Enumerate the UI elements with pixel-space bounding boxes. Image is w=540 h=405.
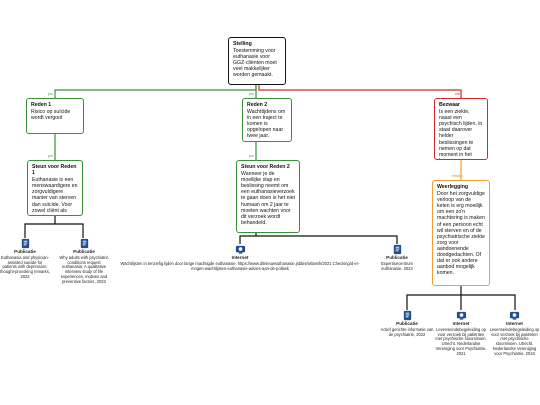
source-7-title: Internet bbox=[506, 321, 523, 326]
source-3[interactable]: Internet Wachtlijsten in tenziefig lijde… bbox=[118, 244, 362, 271]
bezwaar-text: Is een ziekte, naast een psychisch lijde… bbox=[439, 109, 483, 159]
connector-weerlegging-sources bbox=[406, 286, 516, 310]
connector-steun1-sources bbox=[24, 216, 84, 238]
source-7[interactable]: Internet Levenseindebegeleiding op voor … bbox=[489, 310, 540, 357]
bezwaar-node[interactable]: Bezwaar Is een ziekte, naast een psychis… bbox=[434, 98, 488, 160]
badge-reden1: pro bbox=[48, 92, 53, 96]
publication-icon bbox=[21, 238, 29, 249]
reden1-text: Risico op suïcide wordt vergoot bbox=[31, 109, 71, 122]
source-4[interactable]: Publicatie Expertisecentrum euthanasie, … bbox=[370, 244, 424, 271]
badge-steun2: pro bbox=[249, 154, 254, 158]
stelling-node[interactable]: Stelling Toestemming voor euthanasie voo… bbox=[228, 37, 286, 85]
source-6-title: Internet bbox=[452, 321, 470, 326]
badge-bezwaar: con bbox=[455, 92, 461, 96]
bezwaar-title: Bezwaar bbox=[439, 102, 461, 108]
reden2-title: Reden 2 bbox=[247, 102, 268, 108]
reden2-node[interactable]: Reden 2 Wachttijdens om in een traject t… bbox=[242, 98, 292, 142]
badge-steun1: pro bbox=[48, 154, 53, 158]
steun2-node[interactable]: Steun voor Reden 2 Wanneer je de moeilij… bbox=[236, 160, 300, 233]
source-5-title: Publicatie bbox=[396, 321, 418, 326]
steun1-title: Steun voor Reden 1 bbox=[32, 164, 77, 177]
source-2[interactable]: Publicatie Why adults with psychiatric c… bbox=[58, 238, 110, 285]
publication-icon bbox=[393, 244, 401, 255]
steun1-text: Euthanasie is een menswaardigere en zorg… bbox=[32, 177, 78, 215]
weerlegging-node[interactable]: Weerlegging Door het zorgvuldige verloop… bbox=[432, 180, 490, 286]
stelling-title: Stelling bbox=[233, 41, 252, 47]
source-5[interactable]: Publicatie Actief gerichte informatie va… bbox=[380, 310, 434, 337]
internet-icon bbox=[456, 311, 466, 320]
reden1-title: Reden 1 bbox=[31, 102, 52, 108]
source-3-text: Wachtlijsten in tenziefig lijden door la… bbox=[120, 260, 360, 271]
source-6[interactable]: Internet Levenseindebegeleiding op voor … bbox=[435, 310, 487, 357]
source-5-text: Actief gerichte informatie van de psychi… bbox=[380, 326, 434, 337]
publication-icon bbox=[403, 310, 411, 321]
connector-stelling-reden1 bbox=[54, 85, 257, 98]
source-2-text: Why adults with psychiatric conditions r… bbox=[59, 254, 109, 284]
source-3-title: Internet bbox=[231, 255, 249, 260]
badge-reden2: pro bbox=[249, 92, 254, 96]
weerlegging-text: Door het zorgvuldige verloop van de kete… bbox=[437, 191, 485, 277]
source-2-title: Publicatie bbox=[73, 249, 95, 254]
steun1-node[interactable]: Steun voor Reden 1 Euthanasie is een men… bbox=[27, 160, 83, 216]
stelling-text: Toestemming voor euthanasie voor GGZ-cli… bbox=[233, 48, 277, 79]
source-1-text: Euthanasia and physician-assisted suicid… bbox=[0, 254, 50, 279]
connector-steun2-sources bbox=[239, 233, 398, 244]
source-7-text: Levenseindebegeleiding op voor verzoek b… bbox=[489, 326, 540, 356]
source-1[interactable]: Publicatie Euthanasia and physician-assi… bbox=[0, 238, 50, 280]
reden1-node[interactable]: Reden 1 Risico op suïcide wordt vergoot bbox=[26, 98, 84, 134]
reden2-text: Wachttijdens om in een traject te komen … bbox=[247, 109, 286, 140]
badge-weerlegging: rebuttal bbox=[452, 174, 463, 178]
source-1-title: Publicatie bbox=[14, 249, 36, 254]
source-6-text: Levenseindebegeleiding op voor verzoek b… bbox=[435, 326, 487, 356]
steun2-text: Wanneer je de moeilijke stap en beslissi… bbox=[241, 171, 295, 226]
source-4-text: Expertisecentrum euthanasie, 2023 bbox=[381, 260, 413, 271]
weerlegging-title: Weerlegging bbox=[437, 184, 469, 190]
internet-icon bbox=[235, 245, 245, 254]
connector-stelling-bezwaar bbox=[258, 85, 462, 98]
internet-icon bbox=[509, 311, 520, 320]
publication-icon bbox=[80, 238, 88, 249]
steun2-title: Steun voor Reden 2 bbox=[241, 164, 290, 170]
source-4-title: Publicatie bbox=[386, 255, 408, 260]
